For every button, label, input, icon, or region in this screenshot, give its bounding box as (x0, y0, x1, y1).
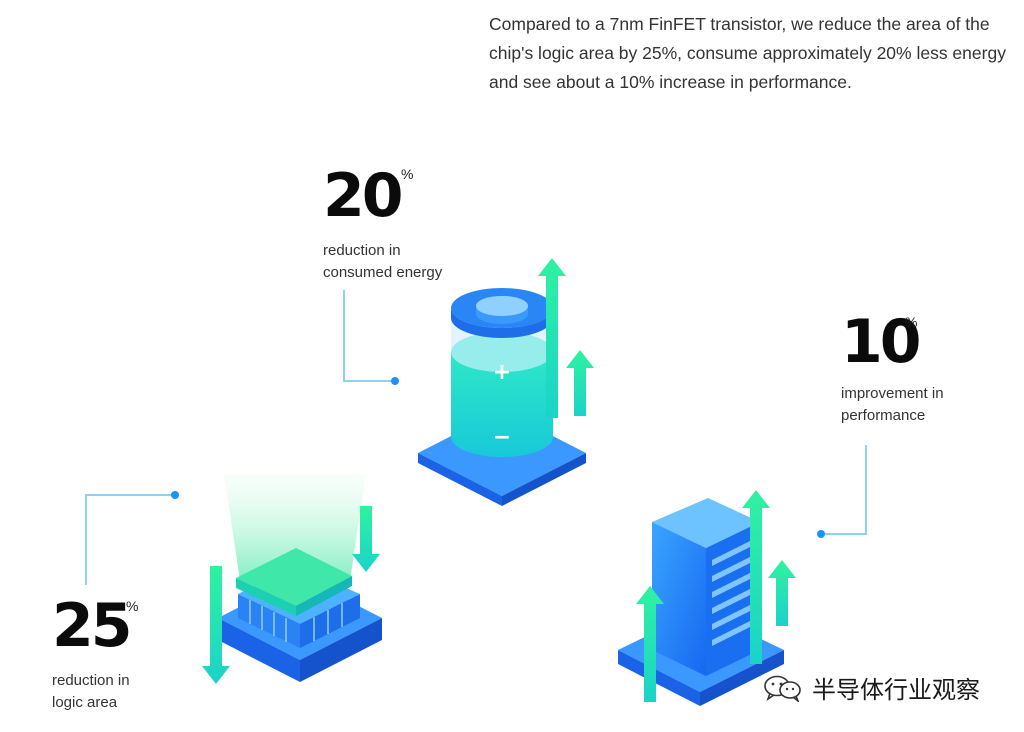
stat-performance: 10 % improvement in performance (841, 312, 944, 427)
watermark-text: 半导体行业观察 (812, 676, 980, 704)
stat-energy: 20 % reduction in consumed energy (323, 166, 442, 284)
wechat-icon (764, 675, 801, 702)
server-illustration (618, 490, 796, 706)
stat-area: 25 % reduction in logic area (52, 591, 138, 714)
connector-area (85, 494, 175, 585)
watermark: 半导体行业观察 (762, 670, 980, 705)
stat-area-label: reduction in logic area (52, 672, 130, 711)
chip-illustration (202, 474, 382, 684)
connector-energy (343, 290, 395, 382)
connector-performance (821, 445, 867, 535)
stat-energy-unit: % (401, 166, 414, 182)
connector-dot-area (171, 491, 179, 499)
connector-dot-energy (391, 377, 399, 385)
connector-dot-performance (817, 530, 825, 538)
stat-area-unit: % (126, 598, 139, 614)
battery-illustration: + − (418, 258, 594, 506)
battery-minus: − (493, 425, 511, 450)
stat-performance-unit: % (905, 314, 918, 330)
stat-performance-value: 10 (841, 307, 921, 377)
intro-paragraph: Compared to a 7nm FinFET transistor, we … (489, 14, 1006, 92)
stat-energy-value: 20 (323, 161, 403, 231)
battery-plus: + (493, 360, 511, 385)
stat-performance-label: improvement in performance (841, 385, 944, 424)
stat-energy-label: reduction in consumed energy (323, 242, 443, 281)
stat-area-value: 25 (52, 591, 132, 661)
